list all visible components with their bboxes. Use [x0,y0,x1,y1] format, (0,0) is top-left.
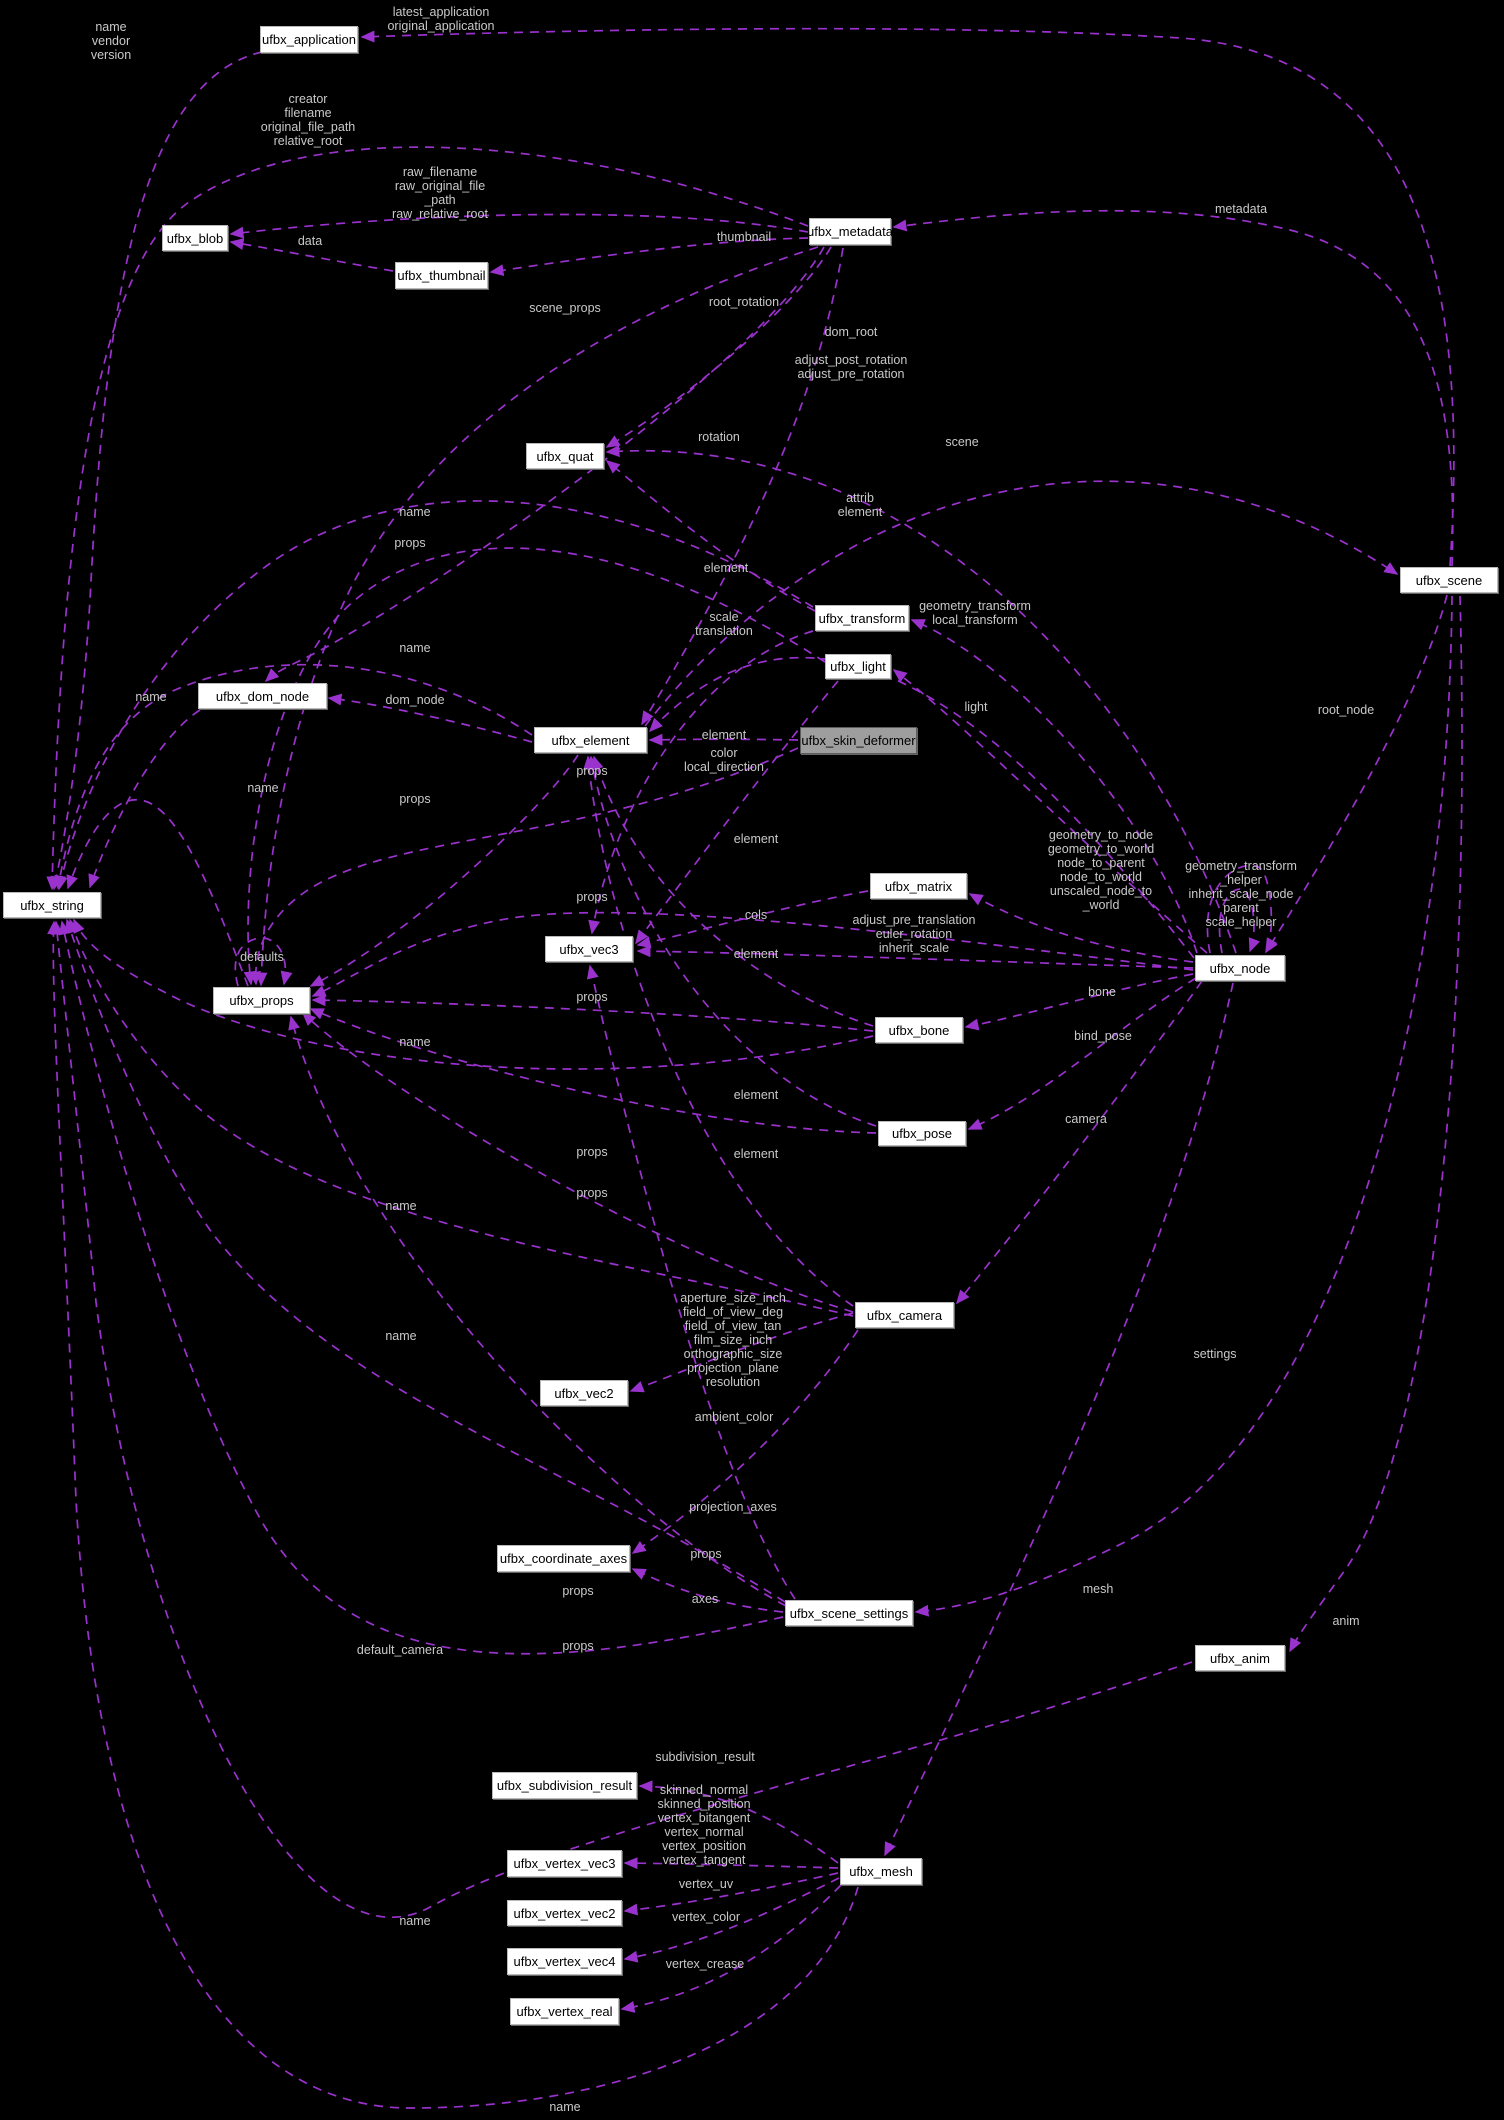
edge-ufbx_node-to-ufbx_element [648,656,1195,959]
edge-ufbx_node-to-ufbx_bone [964,973,1194,1031]
edge-ufbx_element-to-ufbx_scene [644,480,1399,727]
node-ufbx_scene_settings[interactable]: ufbx_scene_settings [785,1600,913,1626]
edge-ufbx_application-to-ufbx_string [50,51,263,891]
node-ufbx_camera[interactable]: ufbx_camera [855,1302,954,1328]
node-ufbx_application[interactable]: ufbx_application [260,26,358,53]
edge-ufbx_mesh-to-ufbx_vertex_vec2 [623,1872,839,1916]
node-ufbx_mesh[interactable]: ufbx_mesh [840,1858,922,1885]
edge-ufbx_node-to-ufbx_props [311,911,1194,997]
edge-ufbx_scene-to-ufbx_application [360,27,1455,567]
edge-ufbx_scene-to-ufbx_scene_settings [914,595,1453,1617]
edge-ufbx_anim-to-ufbx_string [51,920,1193,1919]
edge-ufbx_camera-to-ufbx_coordinate_axes [631,1329,859,1554]
node-ufbx_subdivision_result[interactable]: ufbx_subdivision_result [492,1772,637,1799]
node-ufbx_bone[interactable]: ufbx_bone [875,1017,963,1043]
edge-ufbx_mesh-to-ufbx_vertex_vec4 [623,1877,840,1963]
edge-ufbx_element-to-ufbx_dom_node [327,693,533,743]
node-ufbx_vec3[interactable]: ufbx_vec3 [545,936,633,962]
edge-ufbx_metadata-to-ufbx_element [641,247,844,726]
edge-ufbx_bone-to-ufbx_element [591,755,874,1027]
node-ufbx_vertex_vec2[interactable]: ufbx_vertex_vec2 [507,1900,622,1926]
edge-ufbx_props-to-ufbx_props [234,937,293,987]
node-ufbx_skin_deformer[interactable]: ufbx_skin_deformer [800,727,917,754]
node-ufbx_coordinate_axes[interactable]: ufbx_coordinate_axes [497,1545,630,1572]
node-ufbx_matrix[interactable]: ufbx_matrix [870,873,967,899]
node-ufbx_quat[interactable]: ufbx_quat [526,443,604,469]
node-ufbx_scene[interactable]: ufbx_scene [1400,567,1498,593]
edge-ufbx_skin_deformer-to-ufbx_props [249,747,799,986]
edge-ufbx_metadata-to-ufbx_quat [605,246,832,448]
edge-ufbx_dom_node-to-ufbx_string [88,709,201,889]
edge-ufbx_scene-to-ufbx_metadata [892,209,1454,567]
node-ufbx_dom_node[interactable]: ufbx_dom_node [198,683,327,709]
edge-ufbx_metadata-to-ufbx_blob [229,213,809,239]
edge-ufbx_metadata-to-ufbx_thumbnail [489,237,809,277]
edge-ufbx_transform-to-ufbx_string [55,500,814,891]
edge-ufbx_node-to-ufbx_camera [956,980,1203,1305]
edge-ufbx_node-to-ufbx_light [892,669,1208,954]
edge-ufbx_camera-to-ufbx_element [583,755,854,1307]
edge-ufbx_node-to-ufbx_transform [910,619,1198,954]
node-ufbx_pose[interactable]: ufbx_pose [878,1121,966,1146]
edge-ufbx_bone-to-ufbx_string [73,918,874,1070]
node-ufbx_vec2[interactable]: ufbx_vec2 [540,1380,628,1406]
edge-ufbx_light-to-ufbx_vec3 [635,680,839,945]
node-ufbx_props[interactable]: ufbx_props [213,987,310,1014]
edge-ufbx_camera-to-ufbx_props [301,1011,854,1313]
edge-ufbx_mesh-to-ufbx_vertex_real [620,1884,842,2013]
edge-ufbx_matrix-to-ufbx_vec3 [636,890,869,949]
edge-ufbx_scene_settings-to-ufbx_string [58,920,784,1655]
edge-ufbx_camera-to-ufbx_vec2 [629,1312,854,1393]
edge-ufbx_mesh-to-ufbx_vertex_vec3 [623,1857,839,1870]
edge-ufbx_metadata-to-ufbx_string [46,146,809,891]
edge-ufbx_node-to-ufbx_node [1218,888,1261,954]
edge-ufbx_node-to-ufbx_matrix [968,893,1194,963]
edge-ufbx_element-to-ufbx_props [309,754,579,987]
node-ufbx_light[interactable]: ufbx_light [825,654,891,679]
edge-ufbx_node-to-ufbx_pose [967,977,1197,1130]
edge-ufbx_pose-to-ufbx_props [309,1008,877,1134]
edge-ufbx_scene-to-ufbx_node [1265,594,1448,954]
edge-ufbx_pose-to-ufbx_element [587,755,877,1127]
edge-ufbx_thumbnail-to-ufbx_blob [229,238,394,272]
node-ufbx_node[interactable]: ufbx_node [1195,955,1285,981]
node-ufbx_string[interactable]: ufbx_string [3,892,101,918]
node-ufbx_vertex_vec4[interactable]: ufbx_vertex_vec4 [507,1948,622,1975]
edge-ufbx_scene-to-ufbx_anim [1289,595,1463,1653]
edge-ufbx_transform-to-ufbx_quat [605,460,816,612]
edge-ufbx_element-to-ufbx_string [54,663,533,890]
node-ufbx_thumbnail[interactable]: ufbx_thumbnail [395,262,488,289]
edge-ufbx_node-to-ufbx_mesh [884,982,1234,1857]
node-ufbx_blob[interactable]: ufbx_blob [162,225,228,251]
edge-ufbx_node-to-ufbx_vec3 [636,945,1194,969]
edge-ufbx_transform-to-ufbx_vec3 [588,630,814,935]
edge-ufbx_metadata-to-ufbx_props [255,246,819,987]
edge-ufbx_camera-to-ufbx_string [68,918,854,1317]
node-ufbx_vertex_real[interactable]: ufbx_vertex_real [510,1998,619,2025]
node-ufbx_transform[interactable]: ufbx_transform [815,605,909,631]
edge-ufbx_skin_deformer-to-ufbx_element [648,733,799,746]
node-ufbx_vertex_vec3[interactable]: ufbx_vertex_vec3 [507,1850,622,1877]
edge-ufbx_mesh-to-ufbx_subdivision_result [638,1780,839,1864]
node-ufbx_element[interactable]: ufbx_element [534,727,647,753]
edge-ufbx_scene_settings-to-ufbx_vec3 [586,964,796,1600]
edge-ufbx_scene_settings-to-ufbx_string [65,918,786,1603]
edge-ufbx_bone-to-ufbx_props [311,994,874,1032]
edge-ufbx_node-to-ufbx_quat [605,445,1237,954]
node-ufbx_metadata[interactable]: ufbx_metadata [807,218,893,245]
edge-ufbx_scene_settings-to-ufbx_coordinate_axes [631,1568,784,1613]
node-ufbx_anim[interactable]: ufbx_anim [1195,1645,1285,1671]
edge-ufbx_mesh-to-ufbx_string [47,920,859,2109]
edge-ufbx_node-to-ufbx_node [1206,864,1278,954]
edge-ufbx_scene_settings-to-ufbx_props [288,1015,787,1607]
edge-ufbx_light-to-ufbx_props [243,547,826,986]
edge-ufbx_props-to-ufbx_string [66,799,249,987]
edge-ufbx_metadata-to-ufbx_dom_node [264,246,825,683]
